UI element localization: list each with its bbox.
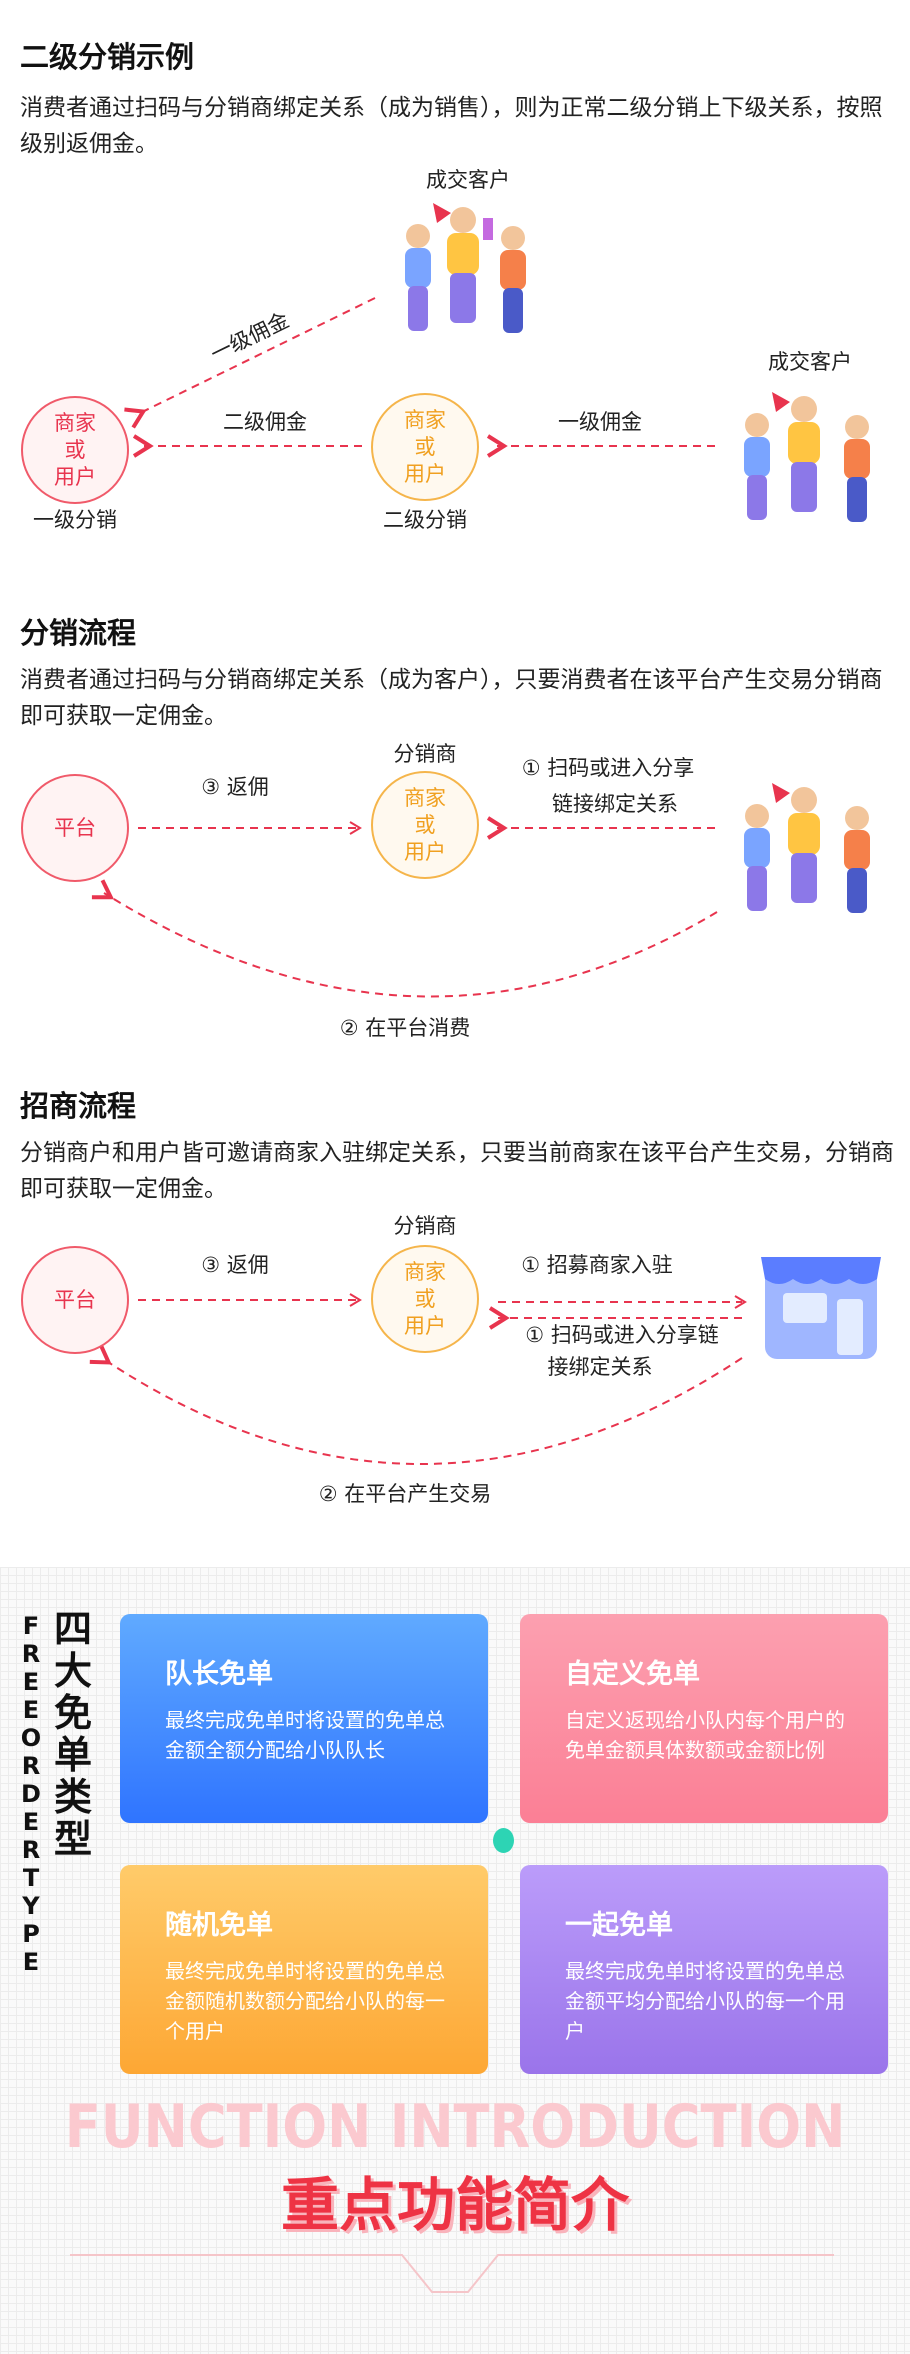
vertical-english-title: FREE ORDER TYPE [20,1612,42,1976]
customer-label: 成交客户 [426,168,510,192]
step-recruit-merchant: ① 招募商家入驻 [521,1253,673,1277]
section-title-secondary-distribution: 二级分销示例 [20,40,195,74]
section-desc: 消费者通过扫码与分销商绑定关系（成为客户），只要消费者在该平台产生交易分销商即可… [20,667,883,729]
section-desc: 分销商户和用户皆可邀请商家入驻绑定关系，只要当前商家在该平台产生交易，分销商即可… [20,1140,894,1202]
node-label: 二级分销 [383,508,467,532]
card-random-free: 随机免单最终完成免单时将设置的免单总金额随机数额分配给小队的每一个用户 [120,1865,488,2074]
card-custom-free: 自定义免单自定义返现给小队内每个用户的免单金额具体数额或金额比例 [520,1614,888,1823]
arrow-label-first-commission: 一级佣金 [558,410,642,434]
teal-dot-icon [493,1828,514,1853]
node-second-level: 商家或用户 [371,393,479,501]
customers-illustration [744,392,870,522]
distributor-label: 分销商 [393,1214,457,1238]
node-distributor: 商家或用户 [371,1245,479,1353]
arrow-label-second-commission: 二级佣金 [223,410,307,434]
section-title-merchant-flow: 招商流程 [20,1089,137,1123]
step-rebate: ③ 返佣 [201,775,269,799]
step-scan-bind-2: 链接绑定关系 [552,792,678,816]
step-consume: ② 在平台消费 [339,1016,471,1040]
bg-english-title: FUNCTION INTRODUCTION [64,2092,846,2162]
node-label: 一级分销 [33,508,117,532]
section-desc: 消费者通过扫码与分销商绑定关系（成为销售），则为正常二级分销上下级关系，按照级别… [20,95,883,157]
customer-label: 成交客户 [768,350,852,374]
step-scan-bind: ① 扫码或进入分享 [521,756,695,780]
step-scan-bind: ① 扫码或进入分享链 [525,1323,719,1347]
node-platform: 平台 [21,774,129,882]
shop-icon [761,1257,881,1359]
node-platform: 平台 [21,1246,129,1354]
vertical-chinese-title: 四大免单类型 [54,1607,93,1861]
step-transaction: ② 在平台产生交易 [318,1482,492,1506]
title-underline-decoration [70,2254,834,2293]
customers-illustration [405,203,526,333]
section-title-distribution-flow: 分销流程 [20,616,137,650]
step-scan-bind-2: 接绑定关系 [547,1355,653,1379]
node-distributor: 商家或用户 [371,771,479,879]
flow-arrows [89,297,747,1465]
card-captain-free: 队长免单最终完成免单时将设置的免单总金额全额分配给小队队长 [120,1614,488,1823]
feature-intro-title: 重点功能简介 [280,2171,629,2239]
customers-illustration [744,783,870,913]
card-together-free: 一起免单最终完成免单时将设置的免单总金额平均分配给小队的每一个用户 [520,1865,888,2074]
step-rebate: ③ 返佣 [201,1253,269,1277]
node-first-level: 商家或用户 [21,396,129,504]
distributor-label: 分销商 [393,742,457,766]
